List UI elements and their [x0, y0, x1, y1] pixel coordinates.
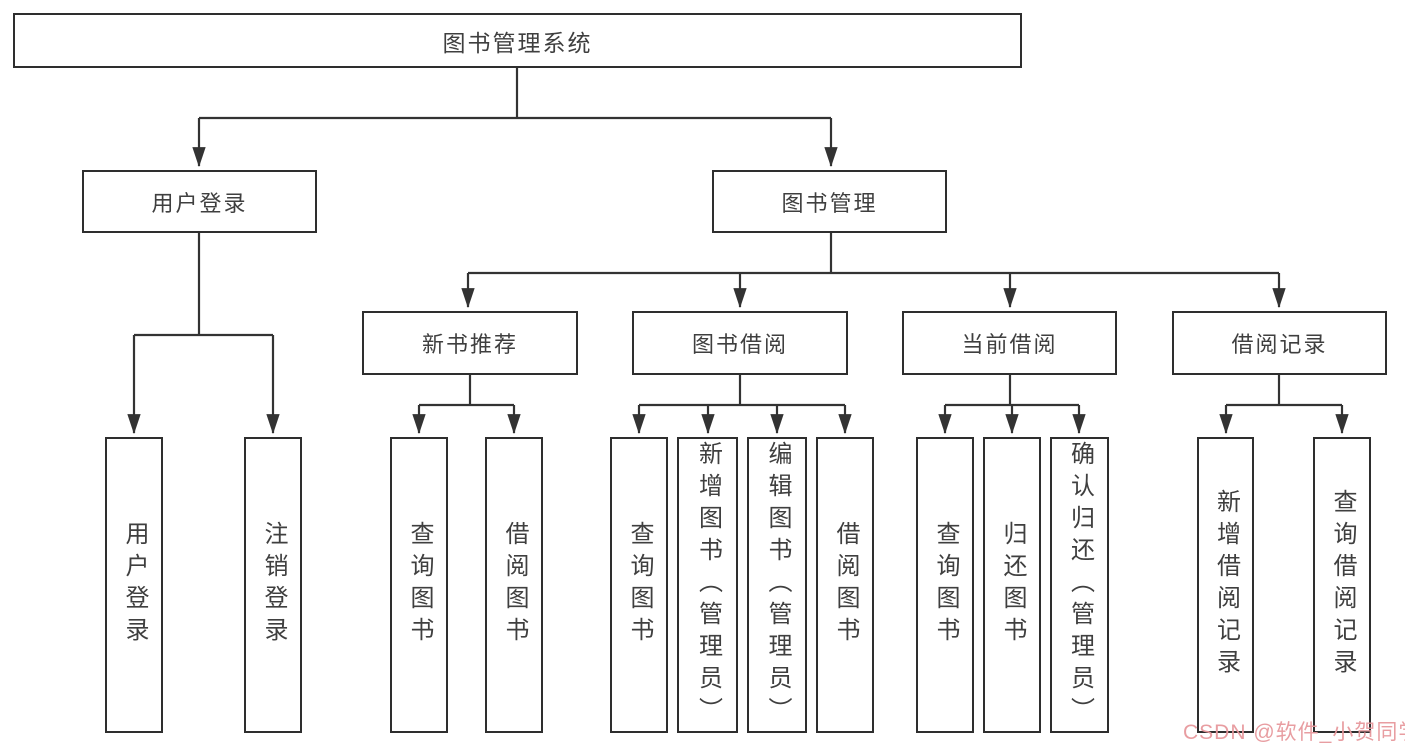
leaf-label: 查询借阅记录: [1329, 489, 1356, 681]
csdn-watermark: CSDN @软件_小贺同学: [1183, 721, 1405, 744]
leaf-label: 新增借阅记录: [1212, 489, 1240, 681]
leaf-label: 借阅图书: [501, 521, 528, 649]
node-user-login-branch: 用户登录: [82, 170, 317, 233]
leaf-label: 编辑图书（管理员）: [764, 441, 791, 729]
node-leaf-bb-borrow-books: 借阅图书: [816, 437, 874, 733]
node-leaf-br-add-record: 新增借阅记录: [1197, 437, 1254, 733]
node-new-book-recommend: 新书推荐: [362, 311, 578, 375]
node-leaf-bb-add-books-admin: 新增图书（管理员）: [677, 437, 738, 733]
node-leaf-bb-query-books: 查询图书: [610, 437, 668, 733]
leaf-label: 用户登录: [121, 521, 148, 649]
node-leaf-cb-confirm-return-admin: 确认归还（管理员）: [1050, 437, 1109, 733]
node-current-borrow: 当前借阅: [902, 311, 1117, 375]
leaf-label: 查询图书: [406, 521, 433, 649]
leaf-label: 确认归还（管理员）: [1066, 441, 1094, 729]
node-leaf-user-login: 用户登录: [105, 437, 163, 733]
node-leaf-bb-edit-books-admin: 编辑图书（管理员）: [747, 437, 807, 733]
leaf-label: 查询图书: [932, 521, 959, 649]
node-leaf-cb-query-books: 查询图书: [916, 437, 974, 733]
node-borrow-record: 借阅记录: [1172, 311, 1387, 375]
node-leaf-cb-return-books: 归还图书: [983, 437, 1041, 733]
leaf-label: 注销登录: [260, 521, 287, 649]
leaf-label: 归还图书: [999, 521, 1026, 649]
node-root-system: 图书管理系统: [13, 13, 1022, 68]
node-leaf-br-query-record: 查询借阅记录: [1313, 437, 1371, 733]
node-book-borrow: 图书借阅: [632, 311, 848, 375]
node-leaf-nbr-query-books: 查询图书: [390, 437, 448, 733]
node-leaf-logout: 注销登录: [244, 437, 302, 733]
node-book-management-branch: 图书管理: [712, 170, 947, 233]
node-leaf-nbr-borrow-books: 借阅图书: [485, 437, 543, 733]
leaf-label: 新增图书（管理员）: [694, 441, 722, 729]
leaf-label: 查询图书: [626, 521, 653, 649]
leaf-label: 借阅图书: [832, 521, 859, 649]
